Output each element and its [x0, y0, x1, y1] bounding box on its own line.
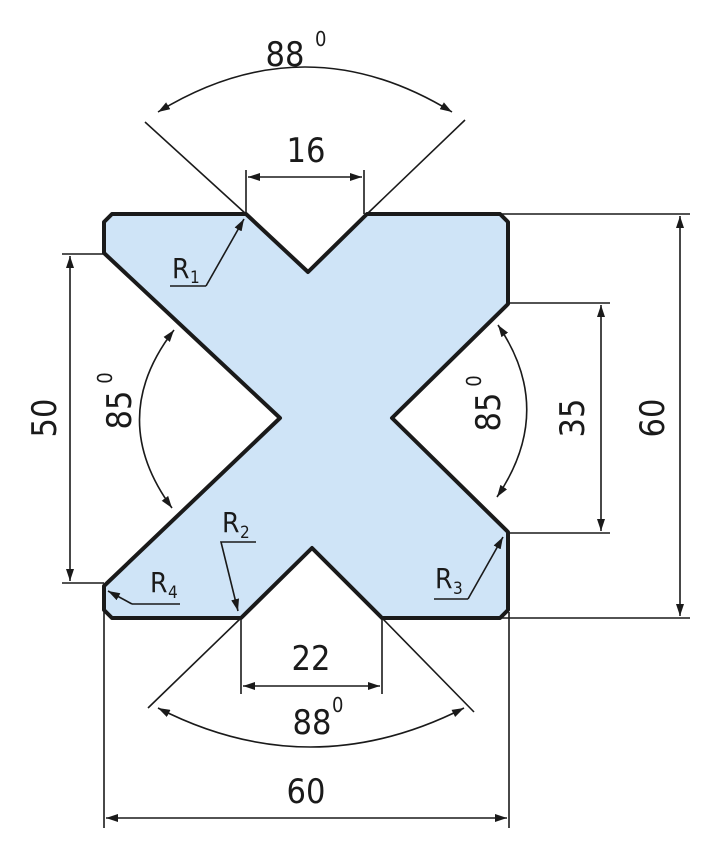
right-angle-value: 85	[469, 393, 509, 432]
r1-leader	[205, 218, 245, 287]
bottom-v-extension-right	[381, 617, 475, 713]
top-angle-arc	[157, 66, 453, 113]
top-angle-value: 88	[266, 35, 305, 75]
right-total-value: 60	[633, 399, 673, 438]
r4-leader	[107, 590, 133, 605]
right-inner-value: 35	[553, 399, 593, 438]
right-angle-degree: 0	[462, 375, 486, 386]
r4-index: 4	[168, 583, 178, 603]
r3-letter: R	[435, 562, 453, 595]
r2-index: 2	[240, 523, 250, 543]
bottom-angle-value: 88	[293, 703, 332, 743]
r3-leader	[467, 536, 504, 600]
die-profile	[102, 212, 510, 620]
r2-leader	[219, 541, 256, 612]
top-v-extension-left	[144, 121, 247, 215]
bottom-width-value: 60	[287, 772, 326, 812]
bottom-angle-arc	[157, 707, 465, 748]
r3-index: 3	[453, 579, 463, 599]
r2-letter: R	[222, 506, 240, 539]
top-opening-value: 16	[287, 131, 326, 171]
bottom-angle-degree: 0	[332, 693, 343, 717]
top-v-extension-right	[366, 119, 466, 215]
left-angle-value: 85	[100, 391, 140, 430]
r4-letter: R	[150, 566, 168, 599]
right-angle-arc	[496, 324, 528, 498]
r1-index: 1	[190, 268, 200, 288]
left-angle-degree: 0	[93, 372, 117, 383]
top-angle-degree: 0	[315, 27, 326, 51]
left-height-value: 50	[25, 399, 65, 438]
bottom-opening-value: 22	[292, 639, 331, 679]
bottom-v-extension-left	[147, 617, 242, 709]
r1-letter: R	[172, 252, 190, 285]
left-angle-arc	[138, 329, 175, 509]
